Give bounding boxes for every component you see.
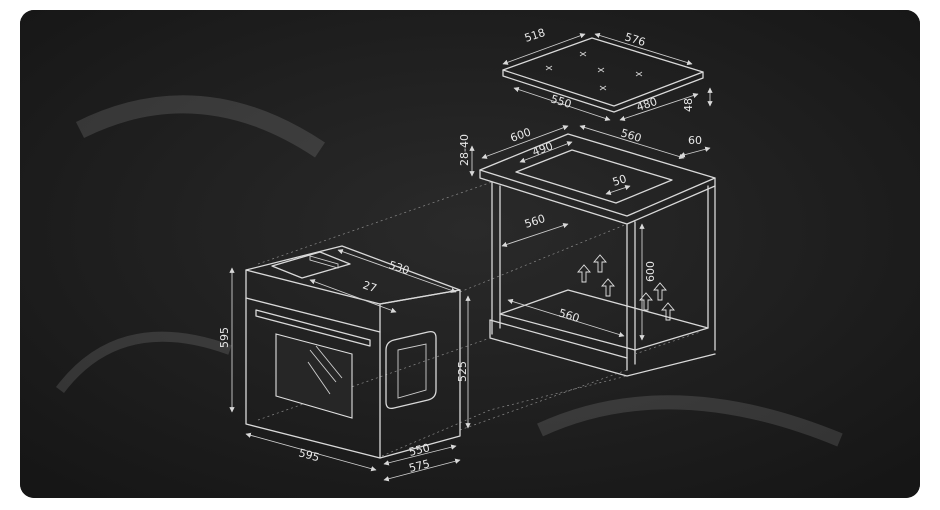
oven-total-depth-label: 575 (408, 457, 432, 475)
oven-handle-depth-line (309, 279, 397, 313)
hob-thickness-label: 48 (682, 98, 695, 112)
cutout-width-line (519, 141, 573, 163)
oven-body-height-label: 525 (456, 361, 469, 382)
hob-depth-bottom-label: 480 (635, 95, 659, 114)
cutout-outer-depth-label: 560 (619, 126, 643, 145)
alignment-guides (257, 181, 628, 457)
cabinet-bottom-width-line (507, 298, 625, 338)
cabinet-vent-gap (634, 331, 701, 355)
hob-thickness-edge (502, 69, 704, 113)
oven-door-handle (255, 309, 371, 347)
cabinet-height-label: 600 (644, 261, 657, 282)
oven-side-frame (385, 330, 437, 410)
oven-door-window (275, 333, 353, 419)
oven-front-width-line (245, 432, 377, 472)
hob-width-bottom-line (513, 86, 611, 122)
cabinet-inner-depth-line (501, 222, 569, 248)
front-margin-line (679, 146, 711, 158)
diagram-canvas: 518 576 550 480 48 (20, 10, 920, 498)
oven-top-width-line (337, 249, 457, 293)
hob-depth-top-label: 576 (623, 30, 647, 49)
cabinet-bottom-width-label: 560 (557, 306, 581, 325)
cabinet-drawing (469, 124, 716, 377)
oven-total-depth-line (383, 458, 461, 482)
installation-diagram: 518 576 550 480 48 (20, 10, 920, 498)
oven-front-width-label: 595 (297, 446, 321, 464)
rear-margin-line (605, 184, 631, 196)
oven-control-strip (245, 297, 381, 333)
counter-thickness-label: 28-40 (458, 134, 471, 166)
hob-width-bottom-label: 550 (549, 92, 573, 111)
hob-width-top-label: 518 (523, 26, 547, 45)
chalk-smudges (56, 95, 843, 447)
oven-window-glare (307, 345, 343, 395)
cutout-outer-depth-line (579, 124, 685, 160)
hob-depth-bottom-line (619, 92, 699, 122)
oven-front-height-label: 595 (218, 327, 231, 348)
cabinet-plinth (489, 319, 716, 377)
oven-body-depth-label: 550 (408, 441, 432, 459)
oven-top-width-label: 530 (387, 258, 411, 277)
cabinet-inner-depth-label: 560 (523, 212, 547, 231)
oven-drawing (229, 245, 471, 482)
rear-margin-label: 50 (611, 172, 628, 189)
cabinet-shelf (499, 289, 709, 351)
hob-drawing (502, 32, 713, 122)
oven-side-inner-frame (397, 343, 427, 399)
front-margin-label: 60 (688, 134, 702, 147)
hob-depth-top-line (594, 32, 693, 66)
hob-width-top-line (502, 33, 586, 65)
oven-handle-depth-label: 27 (361, 278, 378, 295)
